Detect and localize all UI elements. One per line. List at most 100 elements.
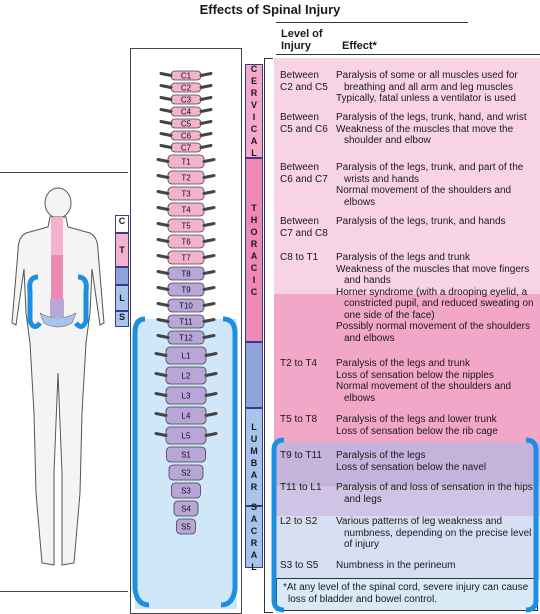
region-letter: A (250, 251, 258, 261)
transverse-process (156, 254, 216, 259)
transverse-process (159, 108, 213, 113)
vertebra-s4 (173, 500, 199, 517)
region-letter: T (251, 203, 257, 213)
transverse-process (159, 72, 213, 77)
vertebra-label: T11 (179, 318, 193, 327)
region-letter: A (250, 514, 258, 524)
region-letter: C (250, 124, 258, 134)
row-level: T9 to T11 (280, 450, 322, 461)
transverse-process (156, 334, 216, 339)
region-letter: C (250, 64, 258, 74)
figure-level-band (115, 267, 129, 285)
region-letter: R (250, 239, 258, 249)
table-highlight-bracket (271, 437, 539, 613)
region-letter: I (252, 112, 256, 122)
transverse-process (156, 286, 216, 291)
region-letter: A (250, 136, 258, 146)
vertebra-label: T12 (179, 334, 193, 343)
row-level: L2 to S2 (280, 516, 318, 527)
region-letter: C (250, 287, 258, 297)
effects-table: Between C2 and C5 Paralysis of some or a… (274, 58, 540, 580)
row-effects: Paralysis of the legs, trunk, and hands (336, 216, 506, 227)
body-figure-panel: C T L S (0, 172, 129, 592)
transverse-process (154, 352, 218, 357)
region-letter: E (250, 76, 257, 86)
page-title: Effects of Spinal Injury (199, 2, 341, 17)
vertebra-label: L3 (182, 392, 191, 401)
transverse-process (154, 392, 218, 397)
region-letter: B (250, 458, 258, 468)
region-letter: V (250, 100, 257, 110)
figure-level-c: C (115, 215, 129, 233)
vertebra-label: L1 (182, 352, 191, 361)
transverse-process (159, 84, 213, 89)
row-level: S3 to S5 (280, 560, 319, 571)
region-letter: A (250, 550, 258, 560)
row-effects: Paralysis of the legs, trunk, and part o… (336, 162, 524, 208)
region-letter: H (250, 215, 258, 225)
region-letter: L (251, 562, 257, 572)
spine-illustration: C1C2C3C4C5C6C7T1T2T3T4T5T6T7T8T9T10T11T1… (132, 70, 238, 609)
row-bg-thoracic (274, 294, 540, 442)
region-letter: R (250, 482, 258, 492)
row-effects: Paralysis of and loss of sensation in th… (336, 482, 533, 505)
region-letter: R (250, 538, 258, 548)
vertebra-label: T1 (181, 158, 191, 167)
vertebra-label: C7 (181, 144, 192, 153)
row-effects: Various patterns of leg weakness and num… (336, 516, 532, 550)
figure-level-s: S (115, 311, 129, 327)
vertebra-label: L5 (182, 432, 191, 441)
region-letter: C (250, 263, 258, 273)
region-band (245, 342, 263, 408)
row-level: Between C7 and C8 (280, 216, 328, 239)
transverse-process (156, 190, 216, 195)
vertebra-label: S4 (181, 505, 191, 514)
vertebra-label: C4 (181, 108, 192, 117)
vertebra-label: C1 (181, 72, 192, 81)
vertebra-label: T8 (181, 270, 191, 279)
transverse-process (156, 302, 216, 307)
vertebra-label: S1 (181, 451, 191, 460)
vertebra-label: T2 (181, 174, 191, 183)
transverse-process (156, 174, 216, 179)
row-bg-sacral (274, 516, 540, 580)
transverse-process (159, 132, 213, 137)
row-effects: Paralysis of the legs, trunk, hand, and … (336, 112, 527, 146)
right-bracket (220, 316, 238, 608)
region-letter: R (250, 88, 258, 98)
column-rule (276, 54, 540, 55)
row-level: Between C2 and C5 (280, 70, 328, 93)
vertebra-label: C6 (181, 132, 192, 141)
transverse-process (159, 120, 213, 125)
row-effects: Paralysis of some or all muscles used fo… (336, 70, 518, 104)
transverse-process (159, 144, 213, 149)
vertebra-label: T3 (181, 190, 191, 199)
vertebra-label: S5 (181, 523, 191, 532)
vertebra-label: C2 (181, 84, 192, 93)
row-level: C8 to T1 (280, 252, 319, 263)
row-effects: Numbness in the perineum (336, 560, 456, 571)
region-letter: L (251, 148, 257, 158)
transverse-process (156, 158, 216, 163)
vertebra-label: T9 (181, 286, 191, 295)
transverse-process (156, 238, 216, 243)
vertebra-label: T10 (179, 302, 193, 311)
transverse-process (156, 270, 216, 275)
vertebra-label: S3 (181, 487, 191, 496)
column-header-effect: Effect* (342, 40, 377, 52)
figure-level-l: L (115, 285, 129, 311)
region-letter: L (251, 422, 257, 432)
region-letter: A (250, 470, 258, 480)
row-bg-cervical (274, 58, 540, 306)
figure-level-t: T (115, 233, 129, 267)
vertebra-label: C3 (181, 96, 192, 105)
vertebra-label: T7 (181, 254, 191, 263)
transverse-process (154, 372, 218, 377)
